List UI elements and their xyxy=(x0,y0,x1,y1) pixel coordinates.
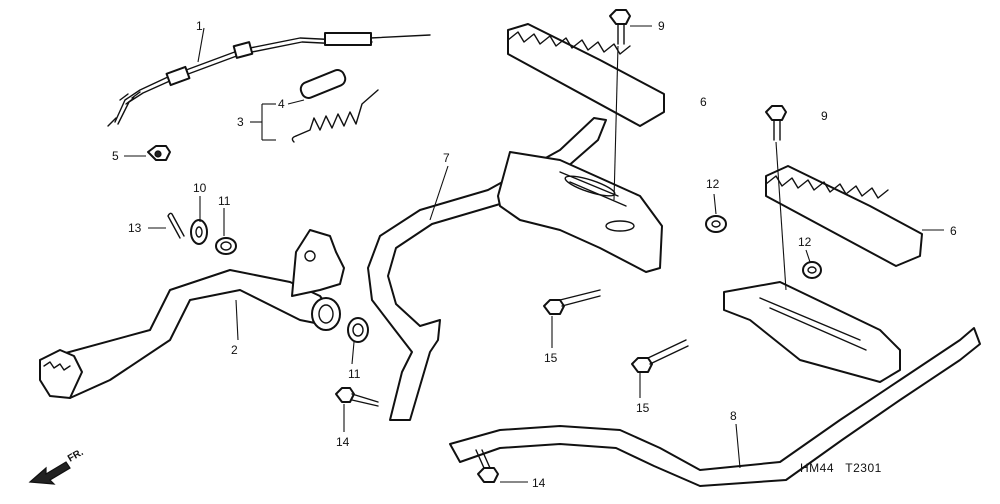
callout-4: 4 xyxy=(278,97,285,111)
callout-labels: 1 4 3 5 10 11 13 2 11 14 7 9 6 12 15 9 1… xyxy=(112,19,957,490)
cotter-pin xyxy=(167,212,185,239)
callout-7: 7 xyxy=(443,151,450,165)
callout-15a: 15 xyxy=(544,351,558,365)
callout-1: 1 xyxy=(196,19,203,33)
front-direction-arrow-icon: FR. xyxy=(28,447,86,485)
bolt-9-top xyxy=(609,9,631,45)
bolt-14-bottom xyxy=(475,449,499,483)
callout-6a: 6 xyxy=(700,95,707,109)
step-bar-left xyxy=(367,117,663,421)
brake-cable xyxy=(107,32,431,127)
nut-12-right xyxy=(802,261,822,279)
callout-9b: 9 xyxy=(821,109,828,123)
spring-and-sleeve xyxy=(291,69,379,143)
step-bar-right xyxy=(449,281,981,487)
callout-14b: 14 xyxy=(532,476,546,490)
callout-10: 10 xyxy=(193,181,207,195)
bolt-9-right xyxy=(765,105,787,141)
callout-12a: 12 xyxy=(706,177,720,191)
washers xyxy=(190,219,369,343)
nut-5 xyxy=(147,145,171,161)
leader-lines xyxy=(124,25,944,483)
callout-14a: 14 xyxy=(336,435,350,449)
callout-11b: 11 xyxy=(348,367,361,381)
callout-3: 3 xyxy=(237,115,244,129)
callout-13: 13 xyxy=(128,221,142,235)
footpeg-right xyxy=(765,165,923,267)
callout-12b: 12 xyxy=(798,235,812,249)
callout-6b: 6 xyxy=(950,224,957,238)
callout-15b: 15 xyxy=(636,401,650,415)
diagram-code: HM44 T2301 xyxy=(800,461,882,475)
footpeg-left xyxy=(507,23,665,127)
callout-8: 8 xyxy=(730,409,737,423)
callout-9a: 9 xyxy=(658,19,665,33)
bolt-15-left xyxy=(543,289,601,315)
brake-pedal xyxy=(39,229,345,399)
direction-label: FR. xyxy=(66,447,86,465)
callout-5: 5 xyxy=(112,149,119,163)
callout-11a: 11 xyxy=(218,194,231,208)
bolt-15-right xyxy=(631,339,689,373)
callout-2: 2 xyxy=(231,343,238,357)
nut-12-left xyxy=(705,215,727,233)
bolt-14-left xyxy=(335,387,379,407)
